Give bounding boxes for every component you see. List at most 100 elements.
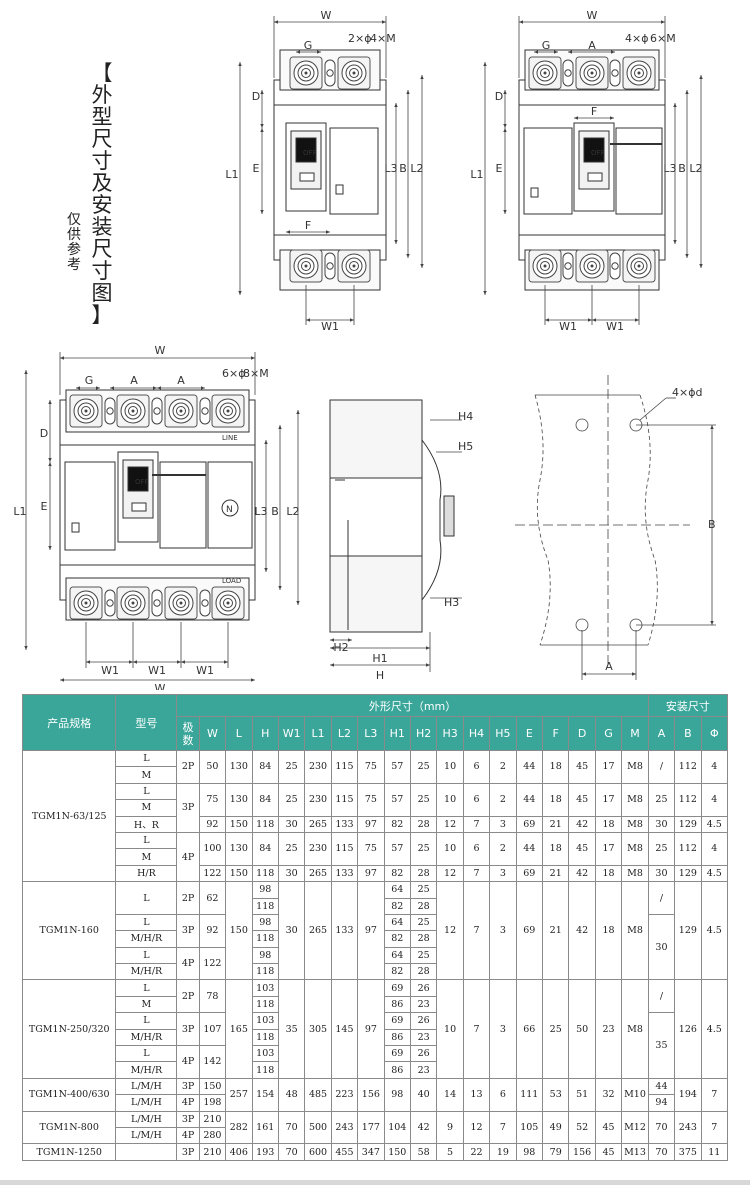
table-cell: 45: [568, 750, 596, 784]
table-cell: 107: [198, 1012, 227, 1047]
dimension-label: 图: [91, 281, 113, 305]
dimension-label: H5: [458, 440, 473, 453]
table-cell: 257: [225, 1077, 253, 1112]
table-cell: 23: [594, 979, 623, 1079]
table-cell: 198: [198, 1094, 227, 1112]
column-header: G: [594, 716, 623, 751]
table-cell: 129: [674, 864, 702, 883]
table-cell: 70: [277, 1110, 306, 1145]
table-cell: 194: [674, 1077, 702, 1112]
table-cell: 42: [568, 881, 596, 981]
header-poles: 极数: [176, 716, 200, 751]
table-cell: 265: [304, 864, 332, 883]
dimension-label: L3: [384, 162, 397, 175]
table-cell: 30: [277, 815, 306, 833]
table-cell: 98: [251, 913, 279, 932]
dimension-label: N: [226, 505, 233, 515]
dimension-label: L3: [663, 162, 676, 175]
table-cell: 6: [462, 782, 491, 817]
table-cell: L: [115, 782, 178, 801]
table-cell: 3P: [176, 1110, 200, 1128]
dimension-label: F: [591, 105, 597, 118]
dimension-label: W1: [148, 664, 166, 677]
table-cell: 280: [198, 1126, 227, 1145]
table-cell: L: [115, 1045, 178, 1063]
table-cell: 92: [198, 913, 227, 948]
dimension-label: D: [495, 90, 503, 103]
table-cell: 282: [225, 1110, 253, 1145]
header-spec: 产品规格: [21, 694, 117, 751]
table-cell: /: [647, 881, 676, 915]
dimension-label: W1: [606, 320, 624, 333]
spec-name: TGM1N-400/630: [21, 1077, 117, 1112]
dimension-label: D: [40, 427, 48, 440]
dimension-label: 4×ϕd: [672, 386, 702, 399]
table-cell: 86: [383, 1028, 411, 1047]
table-cell: M8: [621, 831, 649, 866]
dimension-label: A: [177, 374, 185, 387]
table-cell: 23: [409, 1028, 438, 1047]
table-cell: 2: [489, 782, 517, 817]
table-cell: 98: [515, 1143, 544, 1161]
table-cell: 25: [277, 750, 306, 784]
table-cell: 69: [383, 1045, 411, 1063]
table-cell: 115: [330, 782, 359, 817]
table-cell: 57: [383, 782, 411, 817]
table-cell: 150: [198, 1077, 227, 1096]
table-cell: [115, 1143, 178, 1161]
table-cell: 10: [436, 782, 464, 817]
table-cell: 4.5: [700, 979, 729, 1079]
table-cell: 112: [674, 831, 702, 866]
table-cell: 375: [674, 1143, 702, 1161]
table-cell: 177: [357, 1110, 385, 1145]
dimension-label: E: [41, 500, 48, 513]
column-header: W: [198, 716, 227, 751]
column-header: A: [647, 716, 676, 751]
table-cell: 28: [409, 815, 438, 833]
table-cell: 94: [647, 1094, 676, 1112]
table-cell: 25: [409, 946, 438, 965]
table-cell: 500: [304, 1110, 332, 1145]
table-cell: L: [115, 831, 178, 850]
table-cell: 145: [330, 979, 359, 1079]
table-cell: 130: [225, 750, 253, 784]
table-cell: 26: [409, 979, 438, 997]
table-cell: 118: [251, 995, 279, 1014]
table-cell: 98: [251, 946, 279, 965]
column-header: D: [568, 716, 596, 751]
table-cell: L: [115, 1012, 178, 1030]
dimension-label: 8×M: [243, 367, 269, 380]
table-cell: 25: [409, 913, 438, 932]
dimension-label: H4: [458, 410, 473, 423]
table-cell: 3: [489, 815, 517, 833]
column-header: E: [515, 716, 544, 751]
table-cell: 75: [357, 782, 385, 817]
table-cell: 3P: [176, 913, 200, 948]
table-cell: 104: [383, 1110, 411, 1145]
drawing-side-labels: H1 H H2 H4 H5 H3: [333, 410, 473, 682]
column-header: M: [621, 716, 649, 751]
column-header: H4: [462, 716, 491, 751]
dimension-label: L2: [286, 505, 299, 518]
table-cell: 133: [330, 815, 359, 833]
dimension-label: 参: [67, 242, 81, 258]
table-cell: /: [647, 979, 676, 1014]
table-cell: 17: [594, 782, 623, 817]
column-header: L2: [330, 716, 359, 751]
table-cell: 4.5: [700, 881, 729, 981]
table-cell: 66: [515, 979, 544, 1079]
table-cell: 2: [489, 750, 517, 784]
table-cell: 28: [409, 963, 438, 981]
dimension-label: LINE: [222, 434, 238, 442]
table-cell: 21: [541, 864, 570, 883]
dimension-label: G: [542, 39, 551, 52]
table-cell: M: [115, 995, 178, 1014]
dimension-label: 【: [91, 61, 113, 85]
table-cell: 118: [251, 930, 279, 948]
table-cell: 53: [541, 1077, 570, 1112]
